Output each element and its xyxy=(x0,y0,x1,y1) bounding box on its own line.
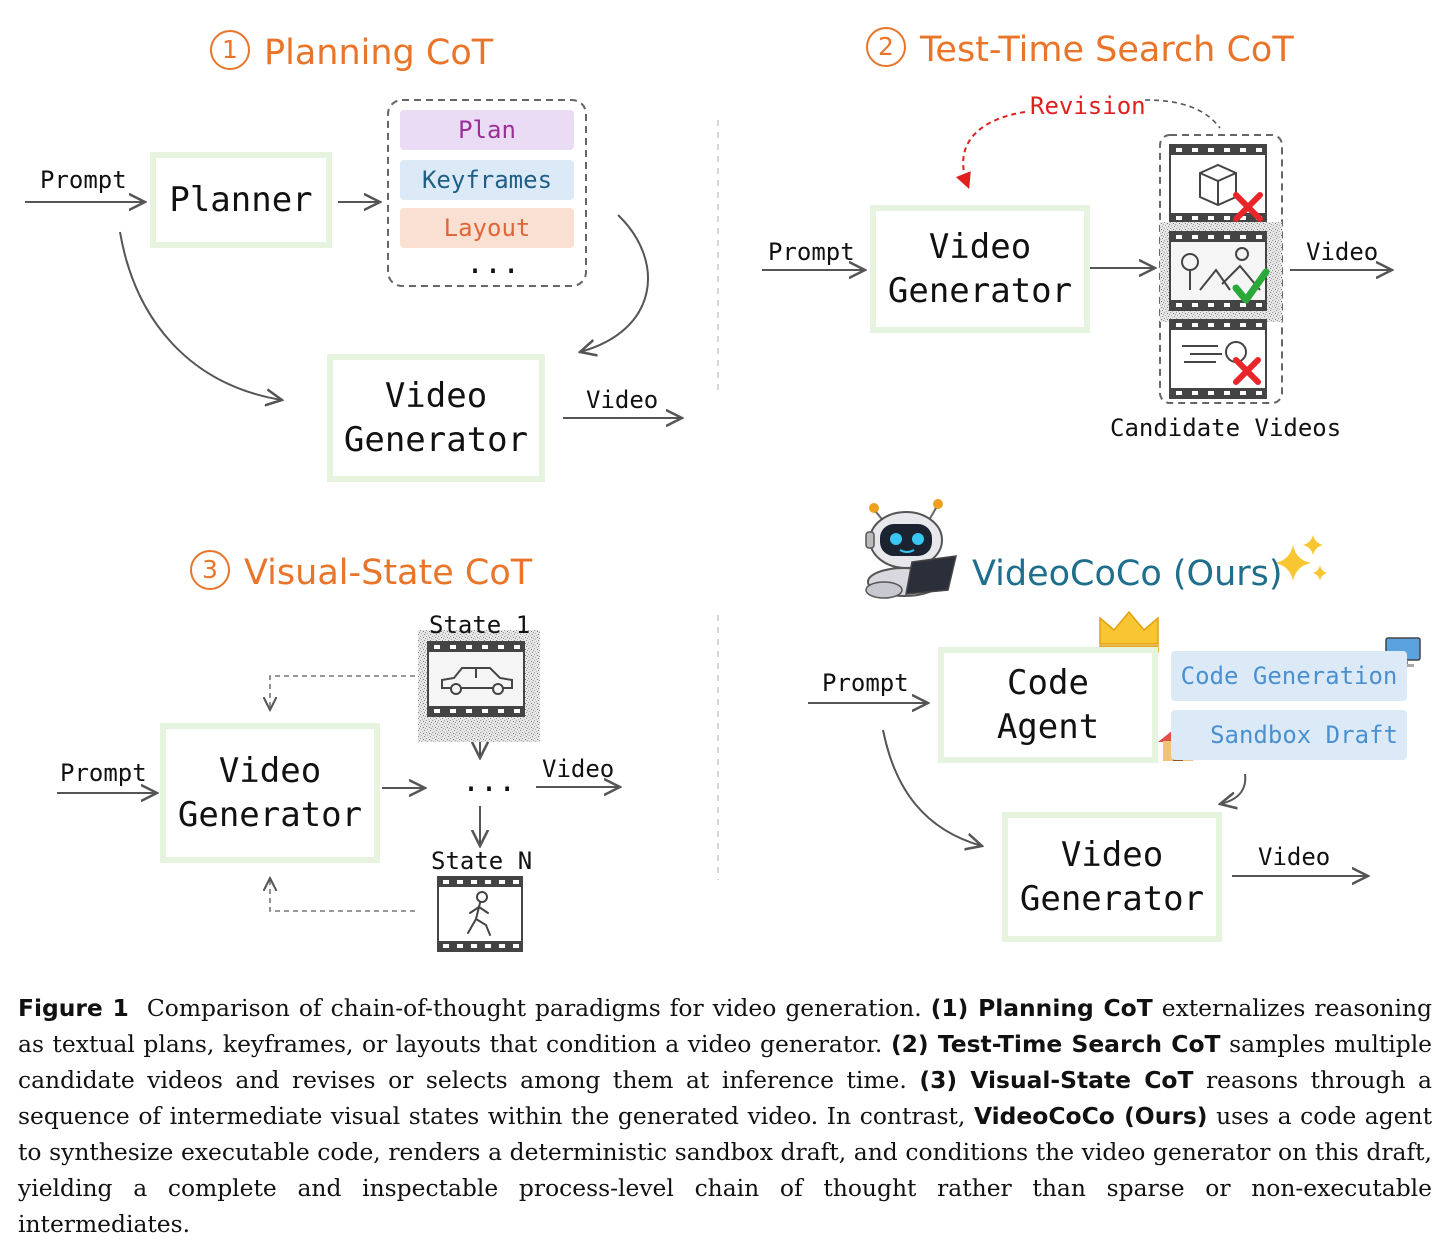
panel2-title: 2 Test-Time Search CoT xyxy=(866,27,1294,71)
p1-video-output-label: Video xyxy=(586,386,659,414)
sandbox-draft-label: Sandbox Draft xyxy=(1210,721,1398,749)
plan-more-ellipsis: ... xyxy=(466,246,521,281)
p1-plan-container xyxy=(387,99,587,287)
robot-icon xyxy=(865,499,957,599)
p2-video-output-label: Video xyxy=(1306,238,1379,266)
p4-video-output-label: Video xyxy=(1258,843,1331,871)
candidate-video-1 xyxy=(1169,144,1267,224)
candidate-video-3 xyxy=(1169,319,1267,399)
caption-bold-1: (1) Planning CoT xyxy=(930,994,1153,1022)
p2-video-generator-box: Video Generator xyxy=(870,205,1090,333)
landscape-icon xyxy=(1181,247,1261,291)
p1-plan-to-generator-arrow xyxy=(580,214,649,352)
state-n-label: State N xyxy=(431,847,533,875)
planner-box: Planner xyxy=(150,152,332,248)
p1-prompt-to-generator-arrow xyxy=(119,231,282,400)
caption-bold-3: (3) Visual-State CoT xyxy=(919,1066,1194,1094)
walking-person-icon xyxy=(467,891,491,936)
p3-stateN-feedback-arrow xyxy=(270,878,415,912)
caption-text-1: Comparison of chain-of-thought paradigms… xyxy=(146,994,922,1022)
p1-prompt-label: Prompt xyxy=(40,166,127,194)
p3-video-generator-box: Video Generator xyxy=(160,723,380,863)
caption-text-5: uses a code agent to synthesize executab… xyxy=(18,1102,1432,1238)
panel4-title: VideoCoCo (Ours) xyxy=(972,554,1283,594)
caption-text-4: reasons through a sequence of intermedia… xyxy=(18,1066,1433,1130)
caption-bold-4: VideoCoCo (Ours) xyxy=(973,1102,1208,1130)
states-ellipsis: ... xyxy=(462,764,517,799)
check-icon xyxy=(1232,268,1270,304)
panel2-title-text: Test-Time Search CoT xyxy=(920,30,1294,70)
panel3-title: 3 Visual-State CoT xyxy=(190,550,533,594)
p2-prompt-label: Prompt xyxy=(768,238,855,266)
cross-icon xyxy=(1233,357,1261,385)
candidate-videos-label: Candidate Videos xyxy=(1110,414,1342,442)
revision-label: Revision xyxy=(1030,92,1146,120)
plan-item: Plan xyxy=(400,110,574,150)
p4-prompt-label: Prompt xyxy=(822,669,909,697)
p3-prompt-label: Prompt xyxy=(60,759,147,787)
layout-item-label: Layout xyxy=(443,214,531,242)
sparkle-icon xyxy=(1275,535,1327,581)
p2-revision-arrow-left xyxy=(955,111,1026,189)
state-1-frame xyxy=(427,641,525,717)
panel3-title-text: Visual-State CoT xyxy=(244,553,533,593)
layout-item: Layout xyxy=(400,208,574,248)
car-icon xyxy=(441,667,513,695)
crown-icon xyxy=(1099,610,1159,653)
p3-state1-feedback-arrow xyxy=(270,675,415,710)
code-agent-box: Code Agent xyxy=(938,647,1158,763)
panel1-title-text: Planning CoT xyxy=(264,33,494,73)
state-1-label: State 1 xyxy=(429,611,531,639)
figure-caption: Figure 1 Comparison of chain-of-thought … xyxy=(18,990,1432,1242)
panel2-number: 2 xyxy=(866,27,906,67)
keyframes-item: Keyframes xyxy=(400,160,574,200)
p1-video-generator-box: Video Generator xyxy=(327,354,545,482)
code-generation-item: Code Generation xyxy=(1171,651,1407,701)
candidate-video-2 xyxy=(1169,231,1270,311)
caption-text-2: externalizes reasoning as textual plans,… xyxy=(18,994,1433,1058)
panel3-number: 3 xyxy=(190,550,230,590)
keyframes-item-label: Keyframes xyxy=(421,166,553,194)
p4-video-generator-box: Video Generator xyxy=(1002,812,1222,942)
code-generation-label: Code Generation xyxy=(1180,662,1398,690)
cross-icon xyxy=(1233,192,1263,222)
caption-figure-label: Figure 1 xyxy=(18,994,129,1022)
p2-revision-arrow-right xyxy=(1144,99,1221,129)
p4-draft-to-generator-arrow xyxy=(1220,773,1247,804)
p3-video-output-label: Video xyxy=(542,755,615,783)
caption-text-3: samples multiple candidate videos and re… xyxy=(18,1030,1433,1094)
plan-item-label: Plan xyxy=(458,116,516,144)
diagram-canvas xyxy=(25,99,1421,952)
sandbox-draft-item: Sandbox Draft xyxy=(1171,710,1407,760)
caption-bold-2: (2) Test-Time Search CoT xyxy=(890,1030,1221,1058)
panel1-title: 1 Planning CoT xyxy=(210,30,494,74)
state-n-frame xyxy=(437,876,523,952)
p4-prompt-to-generator-arrow xyxy=(882,729,982,846)
panel1-number: 1 xyxy=(210,30,250,70)
